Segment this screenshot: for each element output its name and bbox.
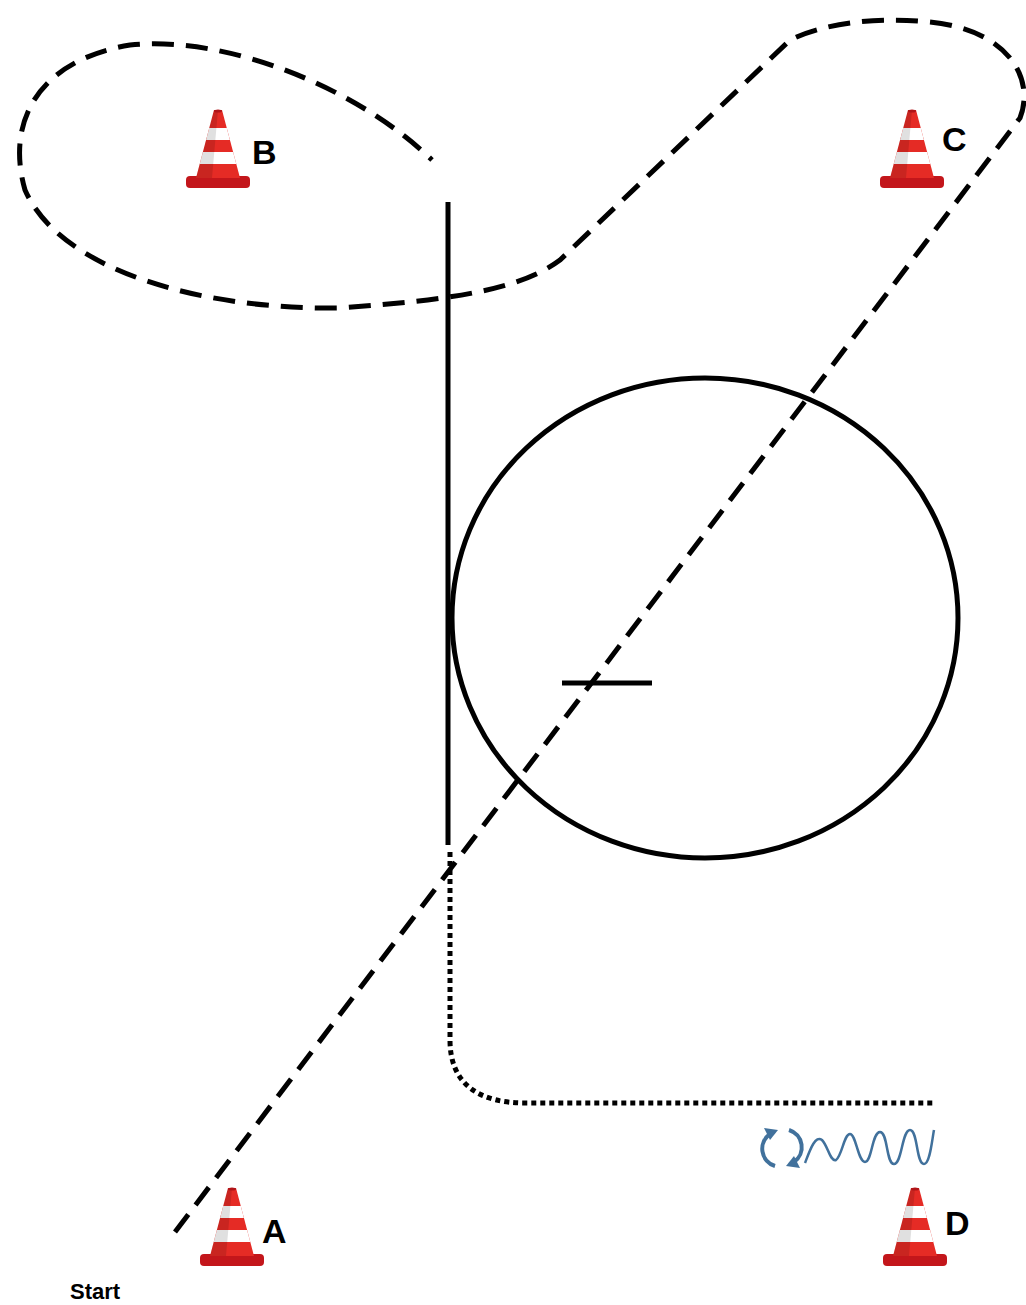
cone-label: A — [262, 1214, 287, 1248]
cone-label: D — [945, 1206, 970, 1240]
cone-label: C — [942, 122, 967, 156]
cone-label: B — [252, 135, 277, 169]
center-mark — [562, 681, 652, 686]
wall-line — [446, 202, 451, 845]
zigzag-symbol — [805, 1130, 934, 1164]
spin-symbol — [762, 1128, 801, 1168]
traffic-cone — [186, 110, 250, 189]
dotted-route — [450, 852, 935, 1103]
traffic-cone — [880, 110, 944, 189]
traffic-cone — [883, 1188, 947, 1267]
start-label: Start — [70, 1281, 120, 1303]
dashed-route — [20, 20, 1025, 1232]
circle-track — [452, 378, 958, 858]
traffic-cone — [200, 1188, 264, 1267]
